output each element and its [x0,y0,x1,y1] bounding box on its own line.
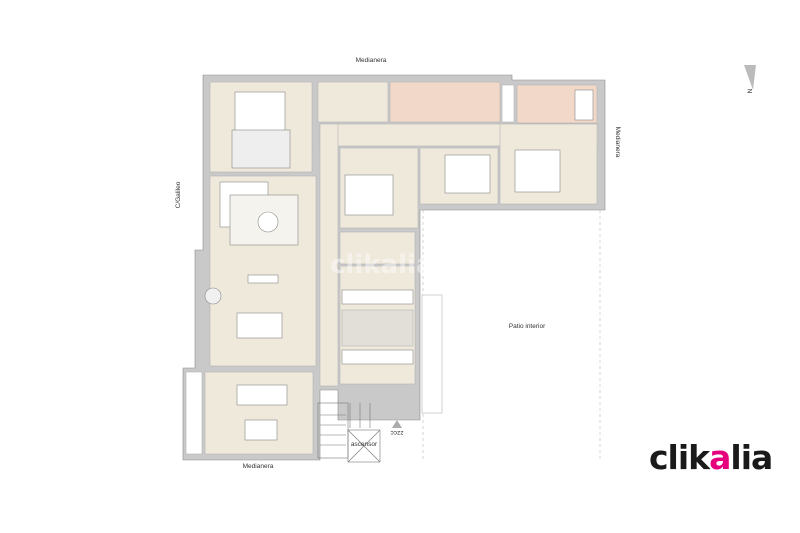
label-north: N [747,88,754,93]
clikalia-logo: clikalia [649,438,773,477]
counter [341,289,414,305]
label-bottom: Medianera [243,463,274,470]
elevator [347,429,381,463]
sofa [236,384,288,406]
label-elevator: ascensor [351,441,378,448]
dressing [317,81,389,123]
logo-text-start: clik [649,438,710,477]
counter [341,349,414,365]
label-street: C/Galileo [175,181,182,208]
bathroom-3 [339,231,416,265]
shower [501,84,515,123]
label-right: Medianera [614,127,621,158]
coffee-table [257,211,279,233]
stairwell [317,402,381,463]
bathtub [574,89,594,121]
rug [231,129,291,169]
furniture [204,89,594,441]
kitchen-tiles [341,309,414,347]
tv-room [204,371,314,455]
bed [514,149,561,193]
watermark: clikalia [330,250,433,280]
desk [244,419,278,441]
label-common: zzcc [390,429,404,436]
entry-arrow-icon [392,420,402,428]
label-patio: Patio interior [509,323,546,330]
logo-text-end: lia [730,438,773,477]
patio-boundary [422,210,601,460]
terrace [185,371,203,455]
north-arrow-icon [744,65,756,90]
bed [444,154,491,194]
laundry [421,294,443,414]
label-top: Medianera [356,57,387,64]
plant [204,287,222,305]
corridor-vertical [319,123,339,387]
sideboard [247,274,279,284]
dining-table [236,312,283,339]
bathroom-1 [389,81,501,123]
logo-text-accent: a [709,438,731,477]
bed [344,174,394,216]
